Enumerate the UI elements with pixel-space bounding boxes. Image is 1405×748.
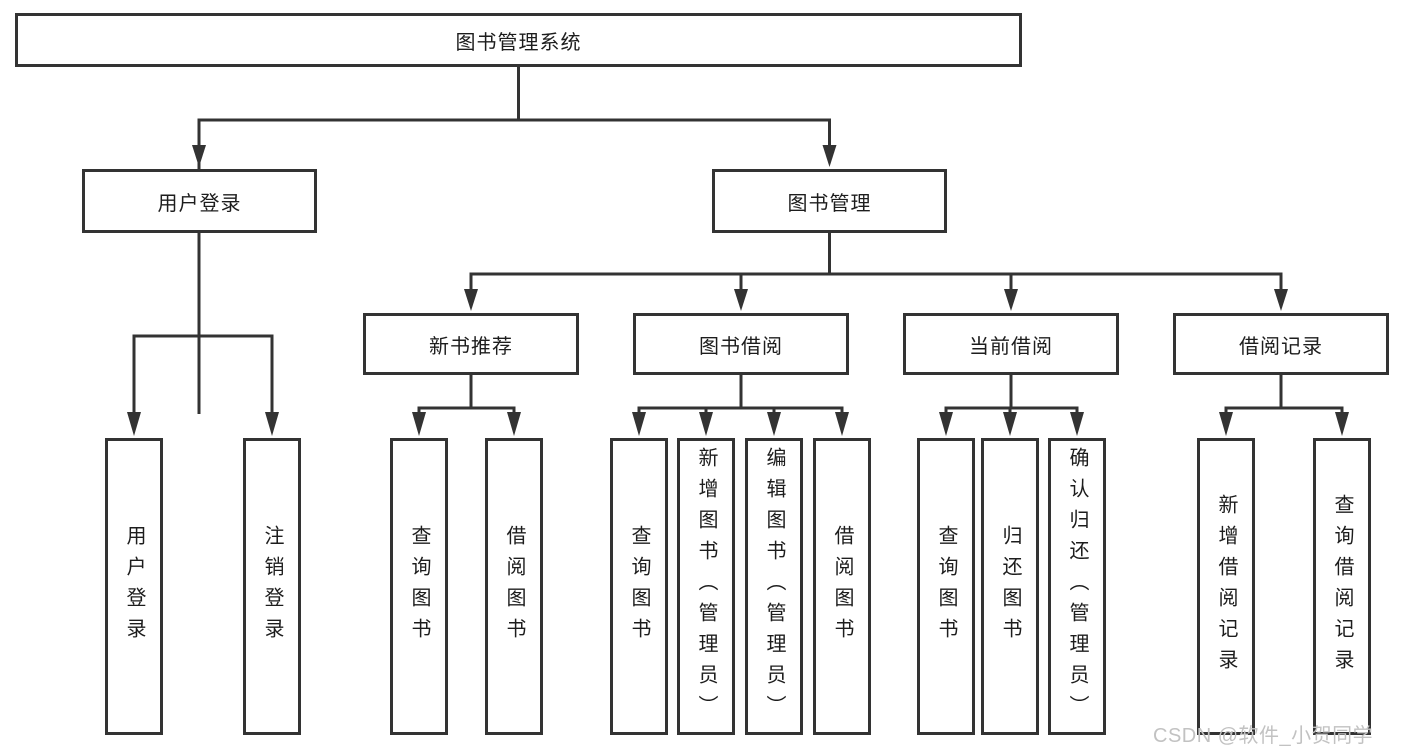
node-user-login-label: 用户登录 bbox=[157, 192, 242, 215]
leaf-confirm-return-admin-label: 确认归还（管理员） bbox=[1066, 447, 1088, 726]
node-borrow-records-label: 借阅记录 bbox=[1239, 335, 1323, 358]
leaf-query-books-recommend-label: 查询图书 bbox=[408, 524, 430, 649]
leaf-user-login: 用户登录 bbox=[105, 438, 163, 735]
arrow-recommend bbox=[464, 289, 478, 311]
arrowheads bbox=[127, 145, 1349, 436]
leaf-query-books-borrow-label: 查询图书 bbox=[628, 524, 650, 649]
arrow-leaf-2 bbox=[412, 412, 426, 436]
arrow-current bbox=[1004, 289, 1018, 311]
arrow-book-management bbox=[822, 145, 837, 167]
leaf-add-book-admin: 新增图书（管理员） bbox=[677, 438, 735, 735]
arrow-leaf-4 bbox=[632, 412, 646, 436]
leaf-user-login-label: 用户登录 bbox=[123, 524, 145, 649]
node-new-book-recommend: 新书推荐 bbox=[363, 313, 579, 375]
arrow-leaf-8 bbox=[939, 412, 953, 436]
node-current-borrow: 当前借阅 bbox=[903, 313, 1119, 375]
leaf-add-borrow-record-label: 新增借阅记录 bbox=[1215, 493, 1237, 680]
arrow-borrow bbox=[734, 289, 748, 311]
leaf-add-borrow-record: 新增借阅记录 bbox=[1197, 438, 1255, 735]
node-user-login: 用户登录 bbox=[82, 169, 317, 233]
arrow-leaf-11 bbox=[1219, 412, 1233, 436]
leaf-add-book-admin-label: 新增图书（管理员） bbox=[695, 447, 717, 726]
node-book-management-label: 图书管理 bbox=[787, 192, 872, 215]
leaf-query-borrow-record: 查询借阅记录 bbox=[1313, 438, 1371, 735]
leaf-borrow-books-borrow: 借阅图书 bbox=[813, 438, 871, 735]
node-book-borrow: 图书借阅 bbox=[633, 313, 849, 375]
leaf-query-books-recommend: 查询图书 bbox=[390, 438, 448, 735]
arrow-records bbox=[1274, 289, 1288, 311]
leaf-logout-label: 注销登录 bbox=[261, 524, 283, 649]
leaf-query-borrow-record-label: 查询借阅记录 bbox=[1331, 493, 1353, 680]
arrow-leaf-6 bbox=[767, 412, 781, 436]
leaf-return-book-label: 归还图书 bbox=[999, 524, 1021, 649]
arrow-leaf-3 bbox=[507, 412, 521, 436]
connector-borrow bbox=[637, 375, 844, 414]
node-book-management: 图书管理 bbox=[712, 169, 947, 233]
arrow-leaf-0 bbox=[127, 412, 141, 436]
leaf-borrow-books-borrow-label: 借阅图书 bbox=[831, 524, 853, 649]
connector-current bbox=[944, 375, 1079, 414]
arrow-leaf-10 bbox=[1070, 412, 1084, 436]
csdn-watermark: CSDN @软件_小贺同学 bbox=[1153, 725, 1374, 747]
leaf-query-books-borrow: 查询图书 bbox=[610, 438, 668, 735]
leaf-borrow-books-recommend-label: 借阅图书 bbox=[503, 524, 525, 649]
connector-book-management bbox=[469, 233, 1283, 291]
arrow-leaf-9 bbox=[1003, 412, 1017, 436]
arrow-leaf-12 bbox=[1335, 412, 1349, 436]
node-new-book-recommend-label: 新书推荐 bbox=[429, 335, 513, 358]
leaf-confirm-return-admin: 确认归还（管理员） bbox=[1048, 438, 1106, 735]
node-borrow-records: 借阅记录 bbox=[1173, 313, 1389, 375]
leaf-edit-book-admin-label: 编辑图书（管理员） bbox=[763, 447, 785, 726]
arrow-leaf-7 bbox=[835, 412, 849, 436]
leaf-query-books-current-label: 查询图书 bbox=[935, 524, 957, 649]
leaf-return-book: 归还图书 bbox=[981, 438, 1039, 735]
leaf-logout: 注销登录 bbox=[243, 438, 301, 735]
connector-root-stem bbox=[199, 67, 830, 122]
leaf-edit-book-admin: 编辑图书（管理员） bbox=[745, 438, 803, 735]
node-book-borrow-label: 图书借阅 bbox=[699, 335, 783, 358]
arrow-user-login bbox=[192, 145, 206, 167]
connector-records bbox=[1224, 375, 1344, 414]
leaf-query-books-current: 查询图书 bbox=[917, 438, 975, 735]
node-root: 图书管理系统 bbox=[15, 13, 1022, 67]
node-root-label: 图书管理系统 bbox=[455, 31, 582, 54]
node-current-borrow-label: 当前借阅 bbox=[969, 335, 1053, 358]
connector-user-login bbox=[132, 233, 274, 414]
leaf-borrow-books-recommend: 借阅图书 bbox=[485, 438, 543, 735]
arrow-leaf-1 bbox=[265, 412, 279, 436]
arrow-leaf-5 bbox=[699, 412, 713, 436]
connector-recommend bbox=[417, 375, 516, 414]
